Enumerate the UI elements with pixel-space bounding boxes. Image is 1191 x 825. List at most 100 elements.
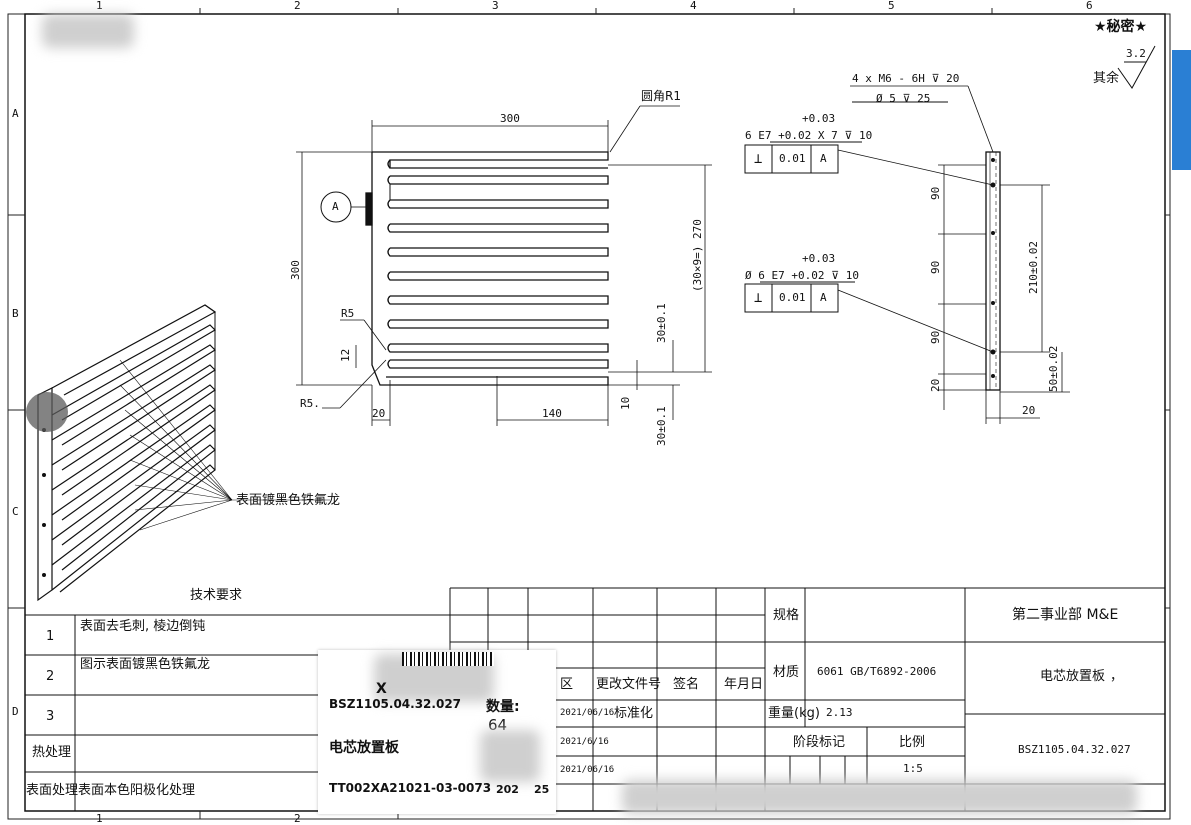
drawing-number: BSZ1105.04.32.027 (1018, 743, 1131, 756)
sticker-qty-value: 64 (488, 716, 508, 734)
redacted-logo (42, 14, 134, 48)
hole1-tol: +0.03 (802, 112, 836, 125)
hole1-note: 6 E7 +0.02 X 7 ⊽ 10 (745, 129, 873, 142)
surface-treatment-label: 表面处理 (26, 783, 79, 798)
sticker-qty-label: 数量: (486, 699, 520, 715)
tech-req-no-2: 2 (46, 669, 55, 684)
grid-col-6: 6 (1086, 0, 1093, 12)
dim-12: 12 (339, 348, 352, 362)
gdt-datum-1: A (820, 152, 827, 165)
dim-210: 210±0.02 (1027, 241, 1040, 294)
standardization-label: 标准化 (614, 706, 654, 721)
iso-holes (42, 428, 46, 577)
tech-req-no-3: 3 (46, 709, 55, 724)
sticker-barcode (402, 652, 494, 666)
grid-ticks (8, 8, 1170, 819)
sticker-date-partial: 202 (496, 783, 519, 796)
rev-header-zone: 区 (560, 677, 574, 692)
sticker-prefix: X (376, 681, 387, 697)
date-3: 2021/06/16 (560, 765, 615, 775)
sticker-part-no: BSZ1105.04.32.027 (329, 697, 462, 711)
iso-view (37, 304, 217, 602)
side-panel-tab[interactable] (1172, 50, 1191, 170)
inner-border (24, 13, 1166, 812)
side-holes (990, 158, 996, 378)
outer-border (7, 13, 1171, 820)
front-view (365, 151, 609, 386)
grid-col-5: 5 (888, 0, 895, 12)
dept-name: 第二事业部 M&E (1012, 607, 1119, 623)
gdt-symbol-2: ⊥ (754, 290, 763, 306)
hole2-tol: +0.03 (802, 252, 836, 265)
dim-10: 10 (619, 396, 632, 410)
material-value: 6061 GB/T6892-2006 (817, 665, 937, 678)
dim-20v: 20 (929, 378, 942, 392)
rev-header-sign: 签名 (673, 677, 700, 692)
tech-req-text-2: 图示表面镀黑色铁氟龙 (80, 657, 211, 672)
weight-label: 重量(kg) (768, 706, 820, 721)
part-name-mark: ， (1110, 669, 1124, 684)
grid-col-2-bottom: 2 (294, 812, 301, 825)
material-label: 材质 (773, 665, 800, 680)
iso-note: 表面镀黑色铁氟龙 (236, 493, 341, 508)
stage-label: 阶段标记 (793, 735, 846, 750)
dim-140: 140 (542, 407, 562, 420)
sticker-batch: TT002XA21021-03-0073 (329, 781, 492, 795)
grid-row-c: C (12, 505, 19, 518)
gdt-frames (744, 101, 948, 313)
date-2: 2021/6/16 (560, 737, 609, 747)
roughness-value: 3.2 (1126, 47, 1146, 60)
roughness-label: 其余 (1093, 71, 1120, 86)
rev-header-date: 年月日 (724, 677, 764, 692)
part-sticker: X BSZ1105.04.32.027 数量: 64 电芯放置板 TT002XA… (318, 650, 556, 814)
tech-req-no-1: 1 (46, 629, 55, 644)
classification-label: ★秘密★ (1094, 19, 1148, 35)
tech-req-text-1: 表面去毛刺, 棱边倒钝 (80, 619, 206, 634)
r5-top: R5 (341, 307, 355, 320)
grid-row-d: D (12, 705, 19, 718)
hole2-note: Ø 6 E7 +0.02 ⊽ 10 (745, 269, 860, 282)
dim-90c: 90 (929, 330, 942, 344)
grid-row-a: A (12, 107, 19, 120)
r5-bottom: R5. (300, 397, 320, 410)
gdt-value-1: 0.01 (779, 152, 806, 165)
dim-90b: 90 (929, 260, 942, 274)
datum-label: A (332, 200, 339, 213)
sticker-name: 电芯放置板 (329, 740, 399, 756)
rev-header-doc: 更改文件号 (596, 677, 662, 692)
redacted-signature-strip (622, 780, 1137, 814)
heat-treatment-label: 热处理 (32, 745, 72, 760)
gdt-symbol-1: ⊥ (754, 151, 763, 167)
dim-90a: 90 (929, 186, 942, 200)
scale-label: 比例 (899, 735, 926, 750)
front-dimensions (296, 105, 712, 426)
thread-note-2: Ø 5 ⊽ 25 (876, 92, 931, 105)
dim-30a: 30±0.1 (655, 303, 668, 343)
dim-20h: 20 (1022, 404, 1036, 417)
dim-width: 300 (500, 112, 520, 125)
sticker-redaction-qr (480, 730, 540, 782)
pitch-note: (30×9=) 270 (691, 219, 704, 292)
gdt-value-2: 0.01 (779, 291, 806, 304)
tech-req-title: 技术要求 (190, 588, 243, 603)
dim-30b: 30±0.1 (655, 406, 668, 446)
grid-col-1: 1 (96, 0, 103, 12)
side-dimensions (837, 85, 1070, 424)
sticker-date-tail: 25 (534, 783, 550, 796)
weight-value: 2.13 (826, 706, 853, 719)
corner-note: 圆角R1 (641, 89, 681, 103)
part-name: 电芯放置板 (1040, 669, 1106, 684)
dim-50: 50±0.02 (1047, 345, 1060, 392)
iso-leaders (119, 359, 330, 531)
scale-value: 1:5 (903, 762, 923, 775)
grid-col-3: 3 (492, 0, 499, 12)
thread-note-1: 4 x M6 - 6H ⊽ 20 (852, 72, 960, 85)
surface-treatment-text: 表面本色阳极化处理 (78, 783, 196, 798)
gdt-datum-2: A (820, 291, 827, 304)
dim-height: 300 (289, 260, 302, 280)
tech-req-table (25, 614, 450, 811)
grid-row-b: B (12, 307, 19, 320)
grid-col-1-bottom: 1 (96, 812, 103, 825)
roughness-symbol (1117, 45, 1156, 89)
